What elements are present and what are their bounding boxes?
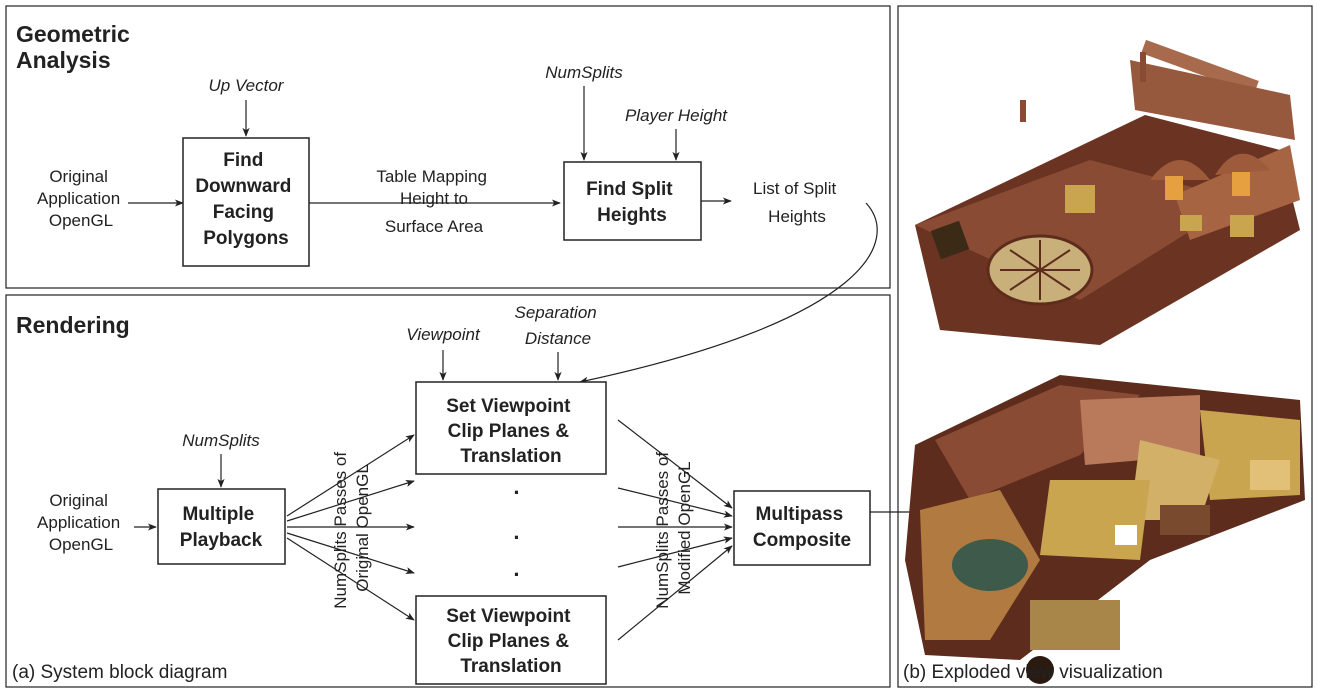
multiple-playback-label: Multiple Playback [180, 504, 263, 551]
find-polygons-label: Find Downward Facing Polygons [195, 150, 296, 249]
exploded-view-bottom-image [905, 375, 1305, 684]
split-list-label: List of Split Heights [753, 179, 841, 226]
rendering-title: Rendering [16, 312, 130, 338]
set-viewpoint-block-top [415, 381, 607, 475]
set-viewpoint-block-bottom [415, 595, 607, 685]
rendering-numsplits-label: NumSplits [182, 431, 260, 450]
find-polygons-block [182, 137, 310, 267]
ga-numsplits-label: NumSplits [545, 63, 623, 82]
edge-fan-in-2 [617, 487, 733, 518]
ga-source-label: Original Application OpenGL [37, 167, 125, 230]
geometric-analysis-title: Geometric Analysis [16, 21, 136, 73]
find-split-heights-label: Find Split Heights [586, 179, 678, 226]
caption-system-block-diagram: (a) System block diagram [12, 662, 227, 683]
rendering-source-label: Original Application OpenGL [37, 491, 125, 554]
set-viewpoint-label-bottom: Set Viewpoint Clip Planes & Translation [446, 606, 576, 677]
up-vector-label: Up Vector [209, 76, 285, 95]
edge-playback-fan-5 [286, 537, 415, 621]
edge-playback-fan-1 [286, 434, 415, 517]
table-mapping-label-top: Table Mapping Height to [376, 167, 491, 208]
player-height-label: Player Height [625, 106, 728, 125]
exploded-view-top-image [915, 39, 1300, 345]
caption-exploded-view: (b) Exploded view visualization [903, 662, 1163, 683]
separation-distance-label: Separation Distance [515, 303, 602, 348]
ellipsis-dot-3: · [513, 562, 520, 587]
visualization-frame [897, 5, 1313, 688]
edge-fan-in-4 [617, 536, 733, 568]
multiple-playback-block [157, 488, 286, 565]
set-viewpoint-label-top: Set Viewpoint Clip Planes & Translation [446, 396, 576, 467]
ellipsis-dot-2: · [513, 525, 520, 550]
ellipsis-dot-1: · [513, 480, 520, 505]
table-mapping-label-bottom: Surface Area [385, 217, 484, 236]
geometric-analysis-frame [5, 5, 891, 289]
multipass-composite-block [733, 490, 871, 566]
find-split-heights-block [563, 161, 702, 241]
edge-split-list-to-set-viewpoint [579, 202, 878, 384]
passes-original-label: NumSplits Passes of Original OpenGL [331, 447, 372, 609]
edge-fan-in-1 [617, 419, 733, 509]
edge-playback-fan-2 [286, 479, 415, 522]
edge-fan-in-5 [617, 545, 733, 641]
viewpoint-label: Viewpoint [406, 325, 481, 344]
edge-playback-fan-4 [286, 532, 415, 575]
multipass-composite-label: Multipass Composite [753, 504, 851, 551]
passes-modified-label: NumSplits Passes of Modified OpenGL [653, 447, 694, 609]
rendering-frame [5, 294, 891, 688]
